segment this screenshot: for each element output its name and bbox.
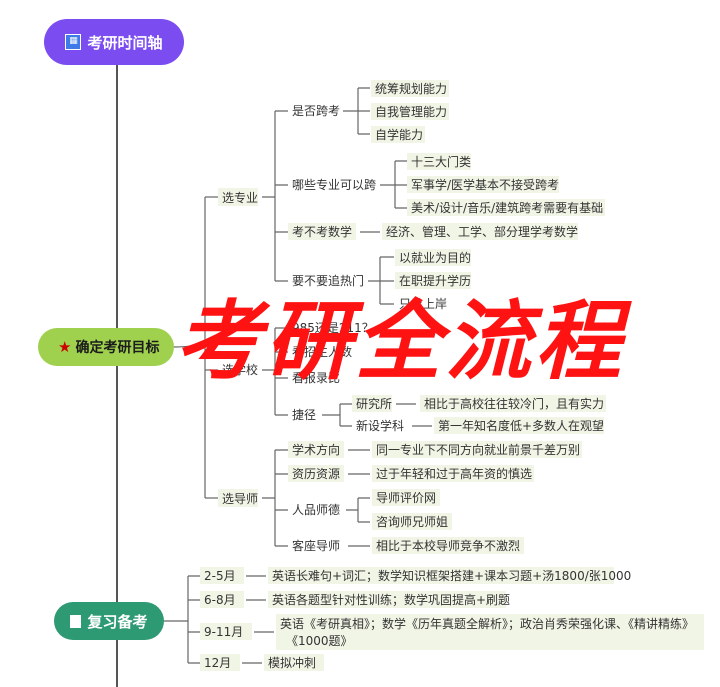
advisor-item-2-sub-0: 导师评价网 bbox=[376, 491, 436, 505]
goal-label: 确定考研目标 bbox=[75, 340, 160, 356]
which-item-2: 美术/设计/音乐/建筑跨考需要有基础 bbox=[411, 200, 603, 215]
cross-item-bg-2 bbox=[371, 126, 425, 143]
hot-label: 要不要追热门 bbox=[292, 273, 364, 288]
review-bracket bbox=[164, 575, 200, 664]
advisor-label: 选导师 bbox=[222, 492, 258, 506]
math-bg bbox=[288, 223, 356, 240]
advisor-item-1-detail: 过于年轻和过于高年资的慎选 bbox=[376, 466, 532, 481]
phase-bg-1 bbox=[200, 591, 244, 608]
advisor-item-3-detail-bg bbox=[372, 537, 524, 554]
school-q3: 看报录比 bbox=[292, 370, 340, 385]
math-detail: 经济、管理、工学、部分理学考数学 bbox=[386, 224, 578, 239]
phase-1-detail-bg bbox=[268, 591, 506, 608]
hot-item-1: 在职提升学历 bbox=[399, 273, 471, 288]
phase-1-label: 6-8月 bbox=[204, 593, 236, 607]
hot-item-bg-1 bbox=[395, 272, 471, 289]
advisor-item-2-sub-1: 咨询师兄师姐 bbox=[376, 514, 448, 529]
which-bracket bbox=[380, 160, 407, 209]
advisor-item-3-detail: 相比于本校导师竞争不激烈 bbox=[376, 538, 520, 553]
advisor-item-3-label: 客座导师 bbox=[292, 538, 340, 553]
overlay-title: 考研全流程 bbox=[175, 292, 625, 392]
major-label: 选专业 bbox=[222, 190, 258, 205]
school-label: 选学校 bbox=[222, 362, 258, 377]
calendar-icon: ▦ bbox=[65, 34, 82, 50]
path-item-1-detail: 第一年知名度低+多数人在观望 bbox=[438, 418, 604, 433]
goal-connector bbox=[173, 344, 206, 348]
path-item-bg-0 bbox=[352, 395, 392, 412]
cross-item-1: 自我管理能力 bbox=[375, 104, 447, 119]
advisor-item-2-sub-bg-1 bbox=[372, 513, 452, 530]
path-label: 捷径 bbox=[292, 408, 316, 422]
which-item-1: 军事学/医学基本不接受跨考 bbox=[411, 177, 559, 192]
goal-node: ★ 确定考研目标 bbox=[38, 328, 174, 366]
hot-item-bg-0 bbox=[395, 249, 471, 266]
advisor-item-2-label: 人品师德 bbox=[292, 502, 340, 517]
star-icon: ★ bbox=[58, 338, 72, 356]
advisor-item-bg-1 bbox=[288, 465, 344, 482]
review-node: 复习备考 bbox=[54, 602, 164, 640]
path-item-0-detail-bg bbox=[420, 395, 606, 412]
phase-2-detail1: 英语《考研真相》；数学《历年真题全解析》；政治肖秀荣强化课、《精讲精练》 bbox=[280, 616, 694, 631]
path-item-1-label: 新设学科 bbox=[356, 418, 404, 433]
advisor-item-1-label: 资历资源 bbox=[292, 467, 340, 481]
advisor-item-0-detail: 同一专业下不同方向就业前景千差万别 bbox=[376, 442, 580, 457]
phase-3-label: 12月 bbox=[204, 656, 231, 670]
which-item-bg-0 bbox=[407, 153, 471, 170]
major-bracket bbox=[262, 111, 276, 281]
advisor-item-1-detail-bg bbox=[372, 465, 534, 482]
math-detail-bg bbox=[382, 223, 578, 240]
review-label: 复习备考 bbox=[87, 612, 148, 631]
advisor-item-0-label: 学术方向 bbox=[292, 442, 340, 457]
phase-bg-0 bbox=[200, 567, 244, 584]
phase-0-label: 2-5月 bbox=[204, 569, 236, 583]
hot-item-0: 以就业为目的 bbox=[399, 250, 471, 265]
phase-0-detail: 英语长难句+词汇；数学知识框架搭建+课本习题+汤1800/张1000 bbox=[272, 568, 631, 583]
advisor-bracket bbox=[262, 449, 288, 547]
document-icon bbox=[70, 614, 82, 628]
advisor-item-bg-0 bbox=[288, 441, 344, 458]
advisor-item-2-sub-bg-0 bbox=[372, 489, 440, 506]
cross-item-bg-0 bbox=[371, 80, 449, 97]
path-item-1-detail-bg bbox=[434, 417, 604, 434]
root-title: 考研时间轴 bbox=[87, 33, 163, 52]
phase-2-detail-bg bbox=[276, 614, 704, 650]
school-q2: 看招生人数 bbox=[292, 344, 352, 359]
math-label: 考不考数学 bbox=[292, 224, 352, 239]
phase-2-label: 9-11月 bbox=[204, 625, 243, 639]
which-item-bg-1 bbox=[407, 176, 559, 193]
school-q1: 985还是211？ bbox=[292, 321, 374, 335]
phase-2-detail2: 《1000题》 bbox=[286, 634, 353, 648]
cross-item-bg-1 bbox=[371, 103, 449, 120]
hot-bracket bbox=[368, 256, 394, 305]
path-item-0-detail: 相比于高校往往较冷门，且有实力 bbox=[424, 396, 604, 411]
path-bracket bbox=[322, 403, 352, 427]
cross-label: 是否跨考 bbox=[292, 104, 340, 118]
major-links bbox=[275, 110, 288, 282]
advisor-bg bbox=[218, 489, 258, 507]
advisor-item-0-detail-bg bbox=[372, 441, 582, 458]
phase-3-detail-bg bbox=[264, 654, 324, 671]
cross-bracket bbox=[343, 87, 370, 135]
school-bracket bbox=[262, 327, 288, 416]
path-item-0-label: 研究所 bbox=[356, 396, 392, 411]
phase-3-detail: 模拟冲刺 bbox=[268, 655, 316, 670]
phase-bg-2 bbox=[200, 623, 252, 640]
which-label: 哪些专业可以跨 bbox=[292, 177, 376, 192]
hot-item-2: 只求上岸 bbox=[399, 297, 447, 311]
major-bg bbox=[218, 188, 258, 206]
which-item-bg-2 bbox=[407, 199, 605, 216]
advisor-item-2-bracket bbox=[346, 497, 370, 523]
cross-item-2: 自学能力 bbox=[375, 127, 423, 142]
phase-bg-3 bbox=[200, 654, 240, 671]
phase-0-detail-bg bbox=[268, 567, 614, 584]
phase-1-detail: 英语各题型针对性训练；数学巩固提高+刷题 bbox=[272, 592, 510, 607]
root-node: ▦ 考研时间轴 bbox=[44, 19, 184, 65]
which-item-0: 十三大门类 bbox=[411, 154, 471, 169]
cross-item-0: 统筹规划能力 bbox=[375, 81, 447, 96]
